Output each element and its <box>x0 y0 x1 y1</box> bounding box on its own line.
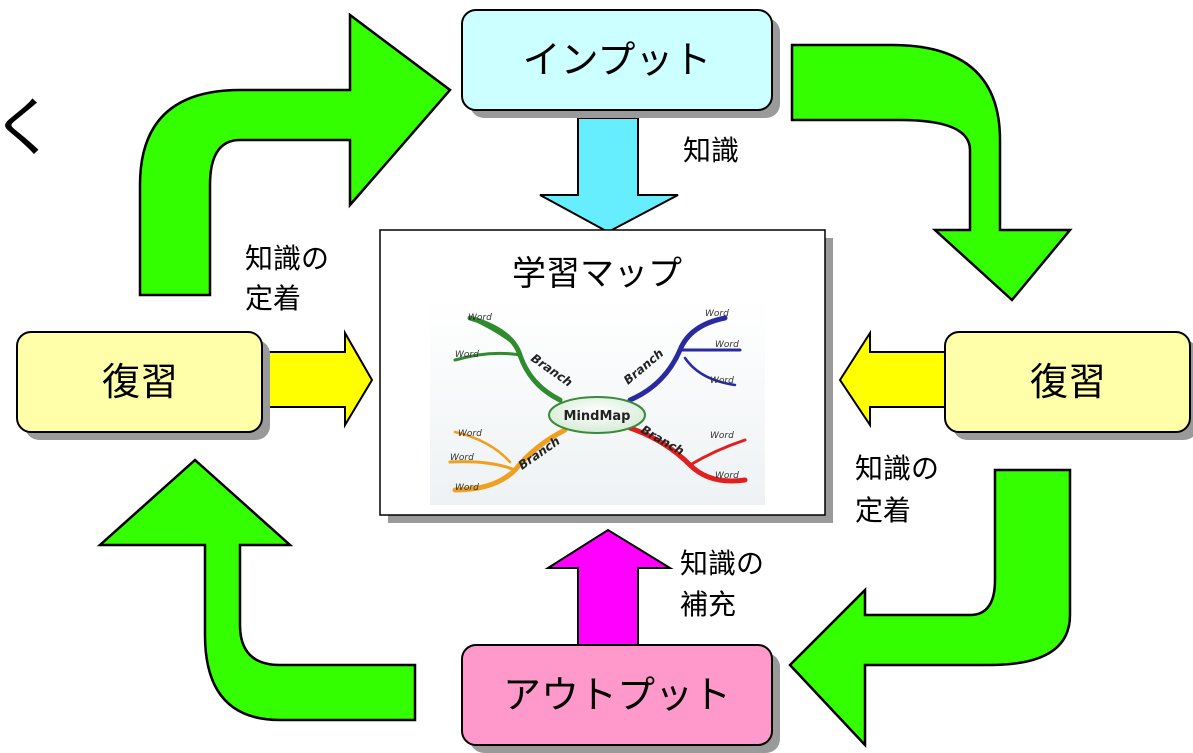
review-left-arrow <box>267 329 374 429</box>
mindmap-word-label: Word <box>715 340 739 350</box>
output-box: アウトプット <box>461 644 780 753</box>
mindmap-word-label: Word <box>710 431 734 441</box>
mindmap-word-label: Word <box>455 350 479 360</box>
input-knowledge-arrow <box>539 117 679 234</box>
review-left-box: 復習 <box>16 331 270 440</box>
cycle-arrow-output-to-review <box>96 458 417 722</box>
learning-map-panel: 学習マップ Branch Branch Branch Branch <box>379 229 833 523</box>
note-left-line1: 知識の <box>245 242 329 275</box>
cycle-arrow-input-to-review <box>790 43 1073 302</box>
mindmap-word-label: Word <box>450 453 474 463</box>
review-right-arrow <box>838 329 951 429</box>
mindmap-center-label: MindMap <box>564 409 631 424</box>
output-knowledge-arrow <box>544 528 674 651</box>
note-input-knowledge: 知識 <box>683 134 739 167</box>
note-output-line1: 知識の <box>680 547 764 580</box>
mindmap-word-label: Word <box>468 313 492 323</box>
output-label: アウトプット <box>503 673 731 717</box>
mindmap-image: Branch Branch Branch Branch Word Word Wo… <box>430 300 765 505</box>
note-output-line2: 補充 <box>680 588 736 621</box>
note-right-line2: 定着 <box>855 494 911 527</box>
mindmap-word-label: Word <box>715 471 739 481</box>
mindmap-word-label: Word <box>455 483 479 493</box>
partial-glyph: く <box>0 92 56 166</box>
review-right-box: 復習 <box>944 331 1193 440</box>
cycle-arrow-review-to-input <box>138 12 452 297</box>
mindmap-word-label: Word <box>710 376 734 386</box>
input-label: インプット <box>523 38 712 82</box>
mindmap-word-label: Word <box>458 429 482 439</box>
mindmap-word-label: Word <box>705 309 729 319</box>
cycle-arrow-review-to-output <box>788 468 1072 749</box>
learning-map-title: 学習マップ <box>512 254 682 294</box>
review-left-label: 復習 <box>102 360 178 404</box>
note-left-line2: 定着 <box>245 282 301 315</box>
note-right-line1: 知識の <box>855 452 939 485</box>
input-box: インプット <box>461 9 780 118</box>
review-right-label: 復習 <box>1030 360 1106 404</box>
